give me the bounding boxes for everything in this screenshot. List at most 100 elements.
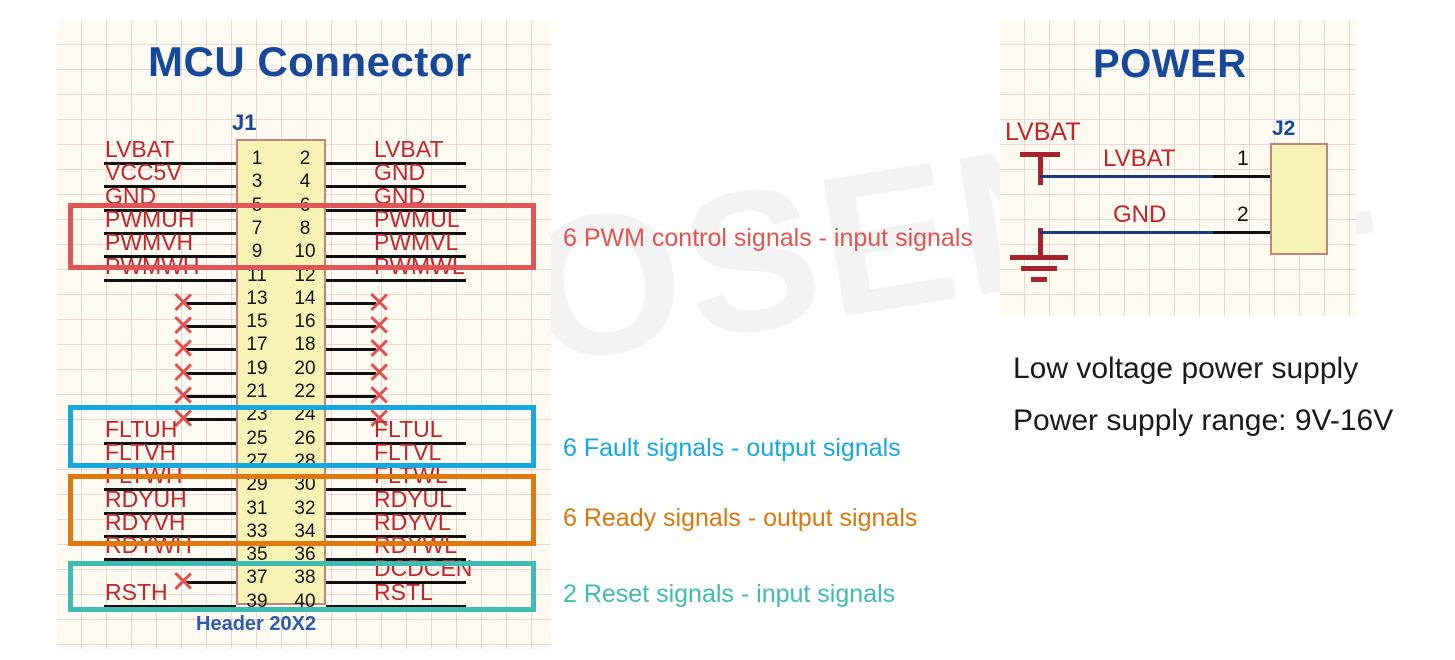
j1-right-net-label: PWMVL — [374, 229, 459, 256]
j1-pin-number-even: 18 — [294, 334, 316, 356]
no-connect-icon — [368, 384, 390, 406]
j1-right-net-label: RDYVL — [374, 508, 451, 535]
j1-pin-number-even: 26 — [294, 427, 316, 449]
j1-left-net-label: RDYVH — [105, 508, 186, 535]
j1-pin-number-odd: 31 — [246, 497, 268, 519]
mcu-connector-title: MCU Connector — [148, 38, 472, 85]
j1-connector-body — [236, 139, 326, 605]
j1-pin-number-row: 9 10 — [236, 241, 326, 263]
no-connect-icon — [172, 291, 194, 313]
annotation-pwm: 6 PWM control signals - input signals — [563, 224, 973, 252]
j1-left-net-label: RDYUH — [105, 485, 187, 512]
j1-pin-number-even: 10 — [294, 241, 316, 263]
j1-right-net-label: PWMUL — [374, 205, 460, 232]
no-connect-icon — [172, 314, 194, 336]
j1-pin-number-odd: 15 — [246, 311, 268, 333]
j1-left-wire — [104, 511, 236, 515]
j1-left-wire — [186, 418, 236, 422]
j1-pin-number-even: 22 — [294, 381, 316, 402]
j1-left-wire — [186, 301, 236, 305]
highlight-box-reset — [68, 561, 536, 612]
ground-stem-icon — [1038, 228, 1043, 258]
highlight-box-ready — [68, 474, 536, 546]
j1-pin-number-row: 31 32 — [236, 497, 326, 519]
j1-pin-number-even: 32 — [294, 497, 316, 519]
j1-right-wire — [326, 534, 466, 538]
j1-pin-number-odd: 13 — [246, 287, 268, 309]
j1-right-net-label: FLTVL — [374, 438, 442, 465]
no-connect-icon — [368, 314, 390, 336]
j1-right-wire — [326, 604, 466, 608]
j1-right-net-label: DCDCEN — [374, 555, 473, 582]
no-connect-icon — [172, 384, 194, 406]
j1-left-net-label: PWMVH — [105, 229, 194, 256]
j1-right-net-label: RSTL — [374, 578, 433, 605]
j1-left-wire — [104, 208, 236, 212]
vcc-stem-icon — [1038, 152, 1043, 185]
caption-supply-range: Power supply range: 9V-16V — [1013, 404, 1394, 437]
gnd-pin-wire — [1213, 231, 1271, 234]
no-connect-icon — [172, 361, 194, 383]
j1-right-wire — [326, 395, 376, 398]
j1-left-wire — [186, 581, 236, 585]
lvbat-pin-wire — [1213, 175, 1271, 178]
lvbat-supply-label: LVBAT — [1005, 118, 1081, 146]
j1-pin-number-odd: 1 — [251, 148, 263, 169]
j1-pin-number-odd: 19 — [246, 357, 268, 379]
j1-left-wire — [104, 231, 236, 235]
j2-connector-body — [1270, 143, 1328, 255]
ground-bar2-icon — [1021, 266, 1057, 271]
j1-left-wire — [104, 441, 236, 445]
j1-right-net-label: GND — [374, 159, 426, 186]
annotation-reset: 2 Reset signals - input signals — [563, 580, 896, 608]
j1-pin-number-odd: 9 — [251, 241, 263, 263]
j2-pin-number-1: 1 — [1237, 147, 1249, 170]
no-connect-icon — [368, 361, 390, 383]
j1-right-net-label: FLTUL — [374, 415, 443, 442]
j1-left-wire — [186, 348, 236, 352]
j1-pin-number-even: 34 — [294, 520, 316, 542]
j1-pin-number-row: 21 22 — [236, 381, 326, 402]
j1-pin-number-odd: 35 — [246, 544, 268, 566]
j1-pin-number-even: 40 — [294, 590, 316, 612]
j1-pin-number-odd: 29 — [246, 474, 268, 496]
j1-left-wire — [104, 162, 236, 165]
highlight-box-fault — [68, 405, 536, 468]
j1-right-wire — [326, 185, 466, 189]
j1-right-wire — [326, 162, 466, 165]
j1-right-wire — [326, 278, 466, 282]
caption-low-voltage: Low voltage power supply — [1013, 352, 1359, 385]
j1-pin-number-odd: 3 — [251, 171, 263, 193]
j1-pin-number-even: 8 — [299, 217, 311, 239]
gnd-net-wire — [1040, 231, 1215, 234]
j1-pin-number-even: 2 — [299, 148, 311, 169]
annotation-ready: 6 Ready signals - output signals — [563, 504, 918, 532]
j2-net-label-lvbat: LVBAT — [1103, 145, 1176, 172]
j1-pin-number-odd: 33 — [246, 520, 268, 542]
no-connect-icon — [172, 337, 194, 359]
j1-left-net-label: PWMUH — [105, 205, 195, 232]
j1-pin-number-row: 33 34 — [236, 520, 326, 542]
j1-pin-number-even: 20 — [294, 357, 316, 379]
j1-left-wire — [104, 488, 236, 492]
annotation-fault: 6 Fault signals - output signals — [563, 434, 901, 462]
j1-left-net-label: FLTVH — [105, 438, 177, 465]
highlight-box-pwm — [68, 203, 536, 270]
j1-pin-number-odd: 21 — [246, 381, 268, 402]
j1-right-wire — [326, 418, 376, 422]
j1-left-net-label: RSTH — [105, 578, 168, 605]
j1-pin-number-odd: 37 — [246, 567, 268, 589]
j2-designator: J2 — [1272, 117, 1296, 140]
j1-pin-number-even: 30 — [294, 474, 316, 496]
j1-left-wire — [104, 558, 236, 562]
j1-left-wire — [104, 604, 236, 608]
j1-right-wire — [326, 208, 466, 212]
no-connect-icon — [368, 337, 390, 359]
